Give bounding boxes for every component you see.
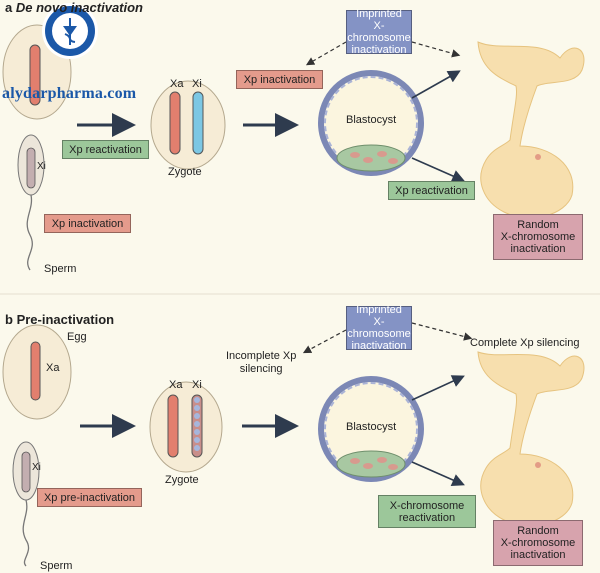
label-b-egg-xa: Xa — [46, 362, 60, 374]
box-b-x-reactivation: X-chromosome reactivation — [378, 495, 476, 528]
panel-b-title: Pre-inactivation — [16, 312, 115, 327]
caduceus-icon — [52, 13, 88, 49]
label-a-xa: Xa — [170, 78, 184, 90]
sperm-tail-b — [22, 499, 30, 567]
dashed-arrow-b-left — [302, 329, 347, 354]
egg-chromosome-b — [30, 341, 41, 401]
sperm-chromosome-a — [26, 147, 36, 189]
box-b-xp-pre-inactivation: Xp pre-inactivation — [37, 488, 142, 507]
box-a-xp-inactivation-top: Xp inactivation — [236, 70, 323, 89]
label-b-incomplete-silencing: Incomplete Xp silencing — [226, 350, 297, 375]
box-a-random: Random X-chromosome inactivation — [493, 214, 583, 260]
label-b-complete-silencing: Complete Xp silencing — [470, 337, 580, 349]
label-a-xi: Xi — [192, 78, 202, 90]
box-a-imprinted: Imprinted X-chromosome inactivation — [346, 8, 412, 56]
zygote-xa-chromosome-a — [169, 91, 181, 155]
box-a-xp-inactivation-sperm: Xp inactivation — [44, 214, 131, 233]
box-b-imprinted: Imprinted X-chromosome inactivation — [346, 304, 412, 352]
dashed-arrow-b-right — [411, 322, 473, 341]
panel-b-letter: b — [5, 312, 13, 327]
watermark-site: alydarpharma.com — [2, 85, 137, 102]
blastocyst-b — [318, 376, 424, 482]
label-a-zygote: Zygote — [168, 166, 202, 178]
label-b-xi: Xi — [192, 379, 202, 391]
box-a-xp-reactivation-right: Xp reactivation — [388, 181, 475, 200]
sperm-chromosome-b — [21, 451, 31, 493]
label-b-sperm: Sperm — [40, 560, 73, 572]
zygote-cell-b — [149, 381, 223, 473]
label-b-blastocyst: Blastocyst — [346, 421, 397, 433]
embryo-a — [477, 41, 585, 219]
box-a-xp-reactivation-left: Xp reactivation — [62, 140, 149, 159]
label-a-sperm-xi: Xi — [37, 161, 46, 172]
arrow-a-lower — [411, 157, 465, 182]
panel-a-letter: a — [5, 0, 13, 15]
label-b-xa: Xa — [169, 379, 183, 391]
arrow-b-lower — [411, 461, 465, 486]
label-b-sperm-xi: Xi — [32, 462, 41, 473]
label-b-egg: Egg — [67, 331, 87, 343]
sperm-tail-a — [26, 194, 33, 271]
label-a-sperm: Sperm — [44, 263, 77, 275]
dashed-arrow-a-left — [305, 41, 347, 66]
panel-a-heading: a De novo inactivation — [5, 0, 143, 15]
label-a-blastocyst: Blastocyst — [346, 114, 397, 126]
panel-b-heading: b Pre-inactivation — [5, 312, 114, 327]
egg-chromosome-a — [29, 44, 41, 106]
dashed-arrow-a-right — [411, 41, 461, 58]
label-b-zygote: Zygote — [165, 474, 199, 486]
arrow-a-upper — [411, 70, 461, 99]
embryo-b — [477, 351, 585, 527]
blastocyst-a — [318, 70, 424, 176]
panel-a-title: De novo inactivation — [15, 0, 143, 15]
box-b-random: Random X-chromosome inactivation — [493, 520, 583, 566]
zygote-xa-chromosome-b — [167, 394, 179, 458]
zygote-cell-a — [150, 80, 226, 170]
arrow-b-upper — [411, 375, 465, 401]
logo-badge — [45, 6, 95, 56]
zygote-xi-chromosome-a — [192, 91, 204, 155]
